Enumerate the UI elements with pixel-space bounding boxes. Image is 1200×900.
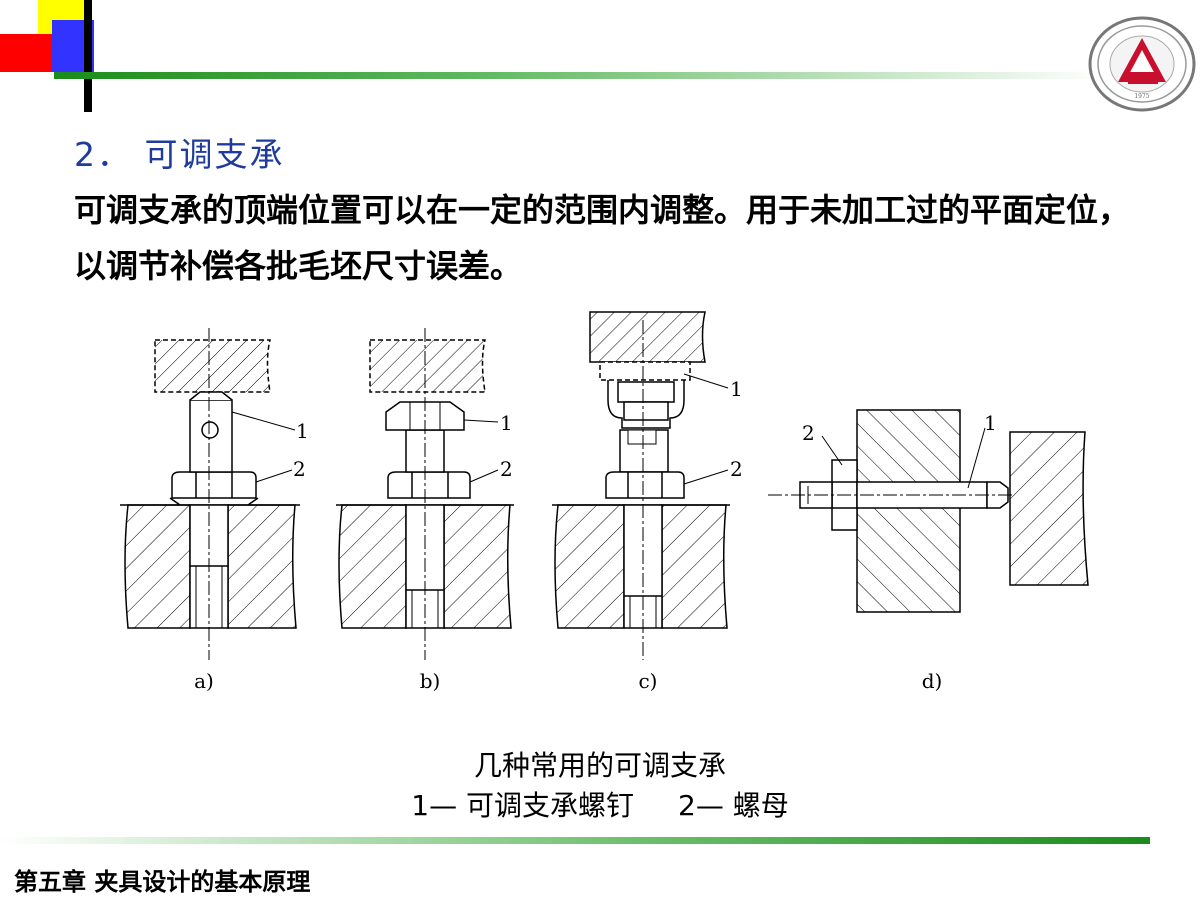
section-heading: 2． 可调支承 [74,135,285,174]
legend-item-1: 1— 可调支承螺钉 [411,789,634,822]
callout-c-1: 1 [730,377,743,401]
adjustable-support-drawing: 1 2 a) 1 2 b) [120,311,1089,693]
logo-year: 1975 [1134,93,1149,100]
panel-b: 1 2 b) [336,328,514,693]
callout-c-2: 2 [730,457,743,481]
callout-d-1: 1 [984,411,997,435]
top-divider [54,72,1104,79]
callout-b-1: 1 [500,411,513,435]
corner-deco-red [0,34,56,72]
panel-d: 2 1 d) [768,409,1089,693]
panel-c: 1 2 c) [552,311,743,693]
panel-label-b: b) [420,669,441,693]
callout-a-2: 2 [293,457,306,481]
panel-label-a: a) [194,669,214,693]
figure-caption: 几种常用的可调支承 [473,749,726,782]
callout-d-2: 2 [802,421,815,445]
corner-deco-vertical-bar [84,0,92,112]
university-logo: 1975 [1088,16,1196,112]
panel-label-c: c) [638,669,657,693]
panel-label-d: d) [922,669,943,693]
body-paragraph: 可调支承的顶端位置可以在一定的范围内调整。用于未加工过的平面定位，以调节补偿各批… [74,191,1131,285]
bottom-divider [0,837,1150,844]
callout-a-1: 1 [296,419,309,443]
legend-item-2: 2— 螺母 [678,789,789,822]
callout-b-2: 2 [500,457,513,481]
chapter-footer: 第五章 夹具设计的基本原理 [14,868,311,896]
panel-a: 1 2 a) [120,328,309,693]
figure-legend: 1— 可调支承螺钉 2— 螺母 [240,784,960,824]
